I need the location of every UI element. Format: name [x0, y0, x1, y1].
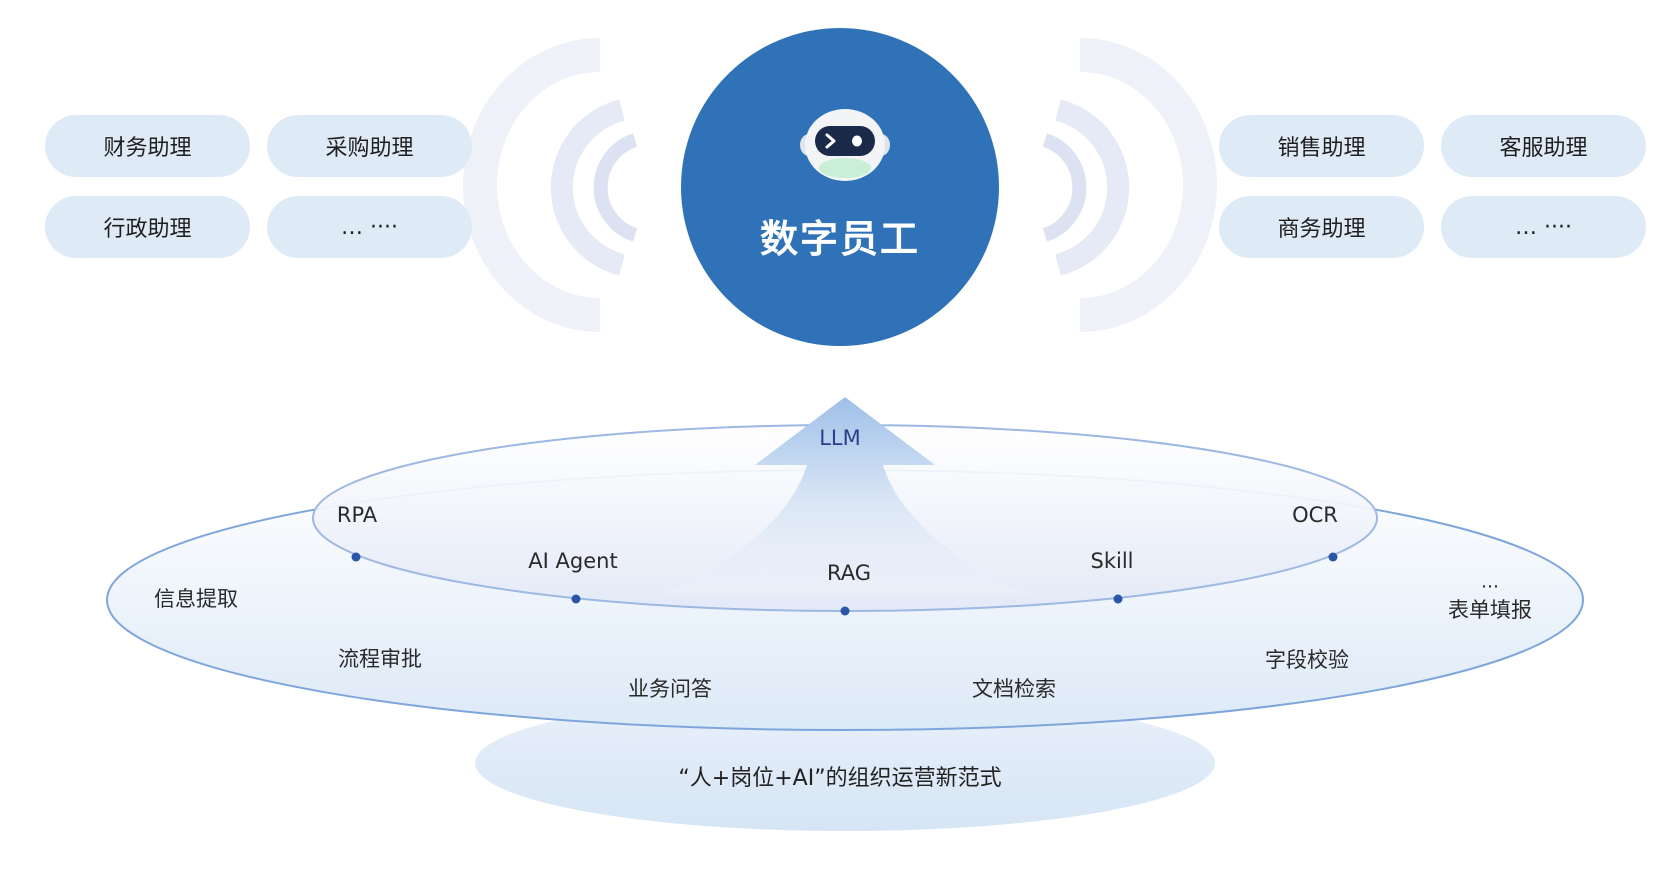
scenario-label: 字段校验 [1265, 648, 1349, 672]
ring-dot [1113, 594, 1123, 604]
scenario-label: 信息提取 [154, 587, 238, 611]
tech-label: RAG [826, 561, 872, 585]
assistant-pill: 财务助理 [45, 115, 250, 177]
assistant-pill-more: … ···· [267, 196, 472, 258]
scenario-ellipsis: … [1481, 571, 1499, 593]
tech-label: Skill [1090, 549, 1134, 573]
scenario-label: 业务问答 [628, 677, 712, 701]
assistant-pill: 行政助理 [45, 196, 250, 258]
assistant-pill: 销售助理 [1219, 115, 1424, 177]
base-ellipse [475, 695, 1215, 831]
llm-label: LLM [819, 426, 861, 450]
signal-waves-left [463, 38, 638, 332]
assistant-pill: 客服助理 [1441, 115, 1646, 177]
tech-label: AI Agent [528, 549, 618, 573]
base-title: “人+岗位+AI”的组织运营新范式 [678, 766, 1002, 791]
digital-employee-circle [681, 28, 999, 346]
scenario-label: 表单填报 [1448, 598, 1532, 622]
scenario-label: 流程审批 [338, 647, 422, 671]
llm-arrow [660, 397, 1030, 595]
ring-dot [840, 606, 850, 616]
assistant-pill-more: … ···· [1441, 196, 1646, 258]
assistant-pill: 商务助理 [1219, 196, 1424, 258]
robot-icon [800, 109, 890, 181]
ring-dot [1328, 552, 1338, 562]
assistant-pill: 采购助理 [267, 115, 472, 177]
scenario-label: 文档检索 [972, 677, 1056, 701]
ring-dot [571, 594, 581, 604]
tech-label: OCR [1292, 503, 1338, 527]
ring-dot [351, 552, 361, 562]
center-title: 数字员工 [759, 217, 920, 261]
inner-ring-dots [351, 552, 1338, 616]
signal-waves-right [1042, 38, 1217, 332]
tech-label: RPA [336, 503, 378, 527]
